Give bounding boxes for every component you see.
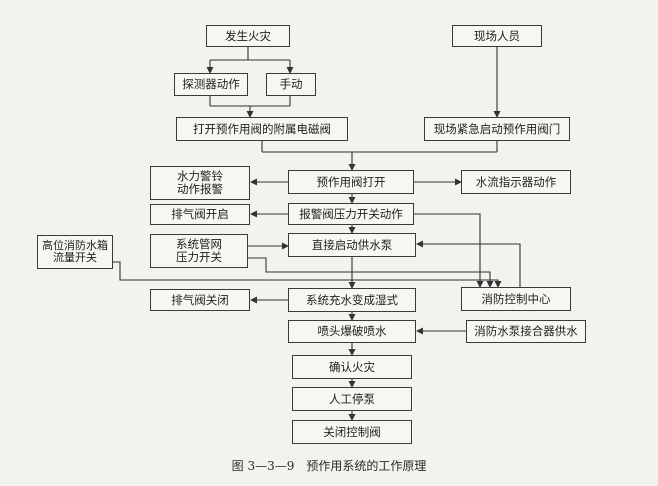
- node-sprinkler: 喷头爆破喷水: [288, 320, 416, 343]
- node-detector: 探测器动作: [174, 73, 248, 96]
- node-start-pump: 直接启动供水泵: [288, 233, 416, 257]
- node-personnel: 现场人员: [452, 25, 542, 47]
- node-high-tank: 高位消防水箱 流量开关: [37, 235, 113, 269]
- node-confirm: 确认火灾: [292, 355, 412, 379]
- node-exhaust-open: 排气阀开启: [150, 204, 250, 225]
- node-exhaust-close: 排气阀关闭: [150, 289, 250, 311]
- node-close-valve: 关闭控制阀: [292, 420, 412, 444]
- node-water-bell: 水力警铃 动作报警: [150, 166, 250, 200]
- node-flow-indicator: 水流指示器动作: [461, 170, 571, 194]
- node-stop-pump: 人工停泵: [292, 387, 412, 411]
- node-emergency-start: 现场紧急启动预作用阀门: [424, 117, 570, 141]
- node-valve-open: 预作用阀打开: [288, 170, 414, 194]
- node-pump-adapter: 消防水泵接合器供水: [466, 320, 586, 343]
- node-open-solenoid: 打开预作用阀的附属电磁阀: [176, 117, 348, 141]
- node-fire: 发生火灾: [206, 25, 290, 47]
- node-manual: 手动: [266, 73, 316, 96]
- node-pipe-pressure: 系统管网 压力开关: [150, 234, 248, 268]
- node-wet-system: 系统充水变成湿式: [288, 288, 416, 312]
- node-control-center: 消防控制中心: [461, 287, 571, 311]
- figure-caption: 图 3—3—9 预作用系统的工作原理: [231, 459, 427, 473]
- node-pressure-switch: 报警阀压力开关动作: [288, 203, 414, 225]
